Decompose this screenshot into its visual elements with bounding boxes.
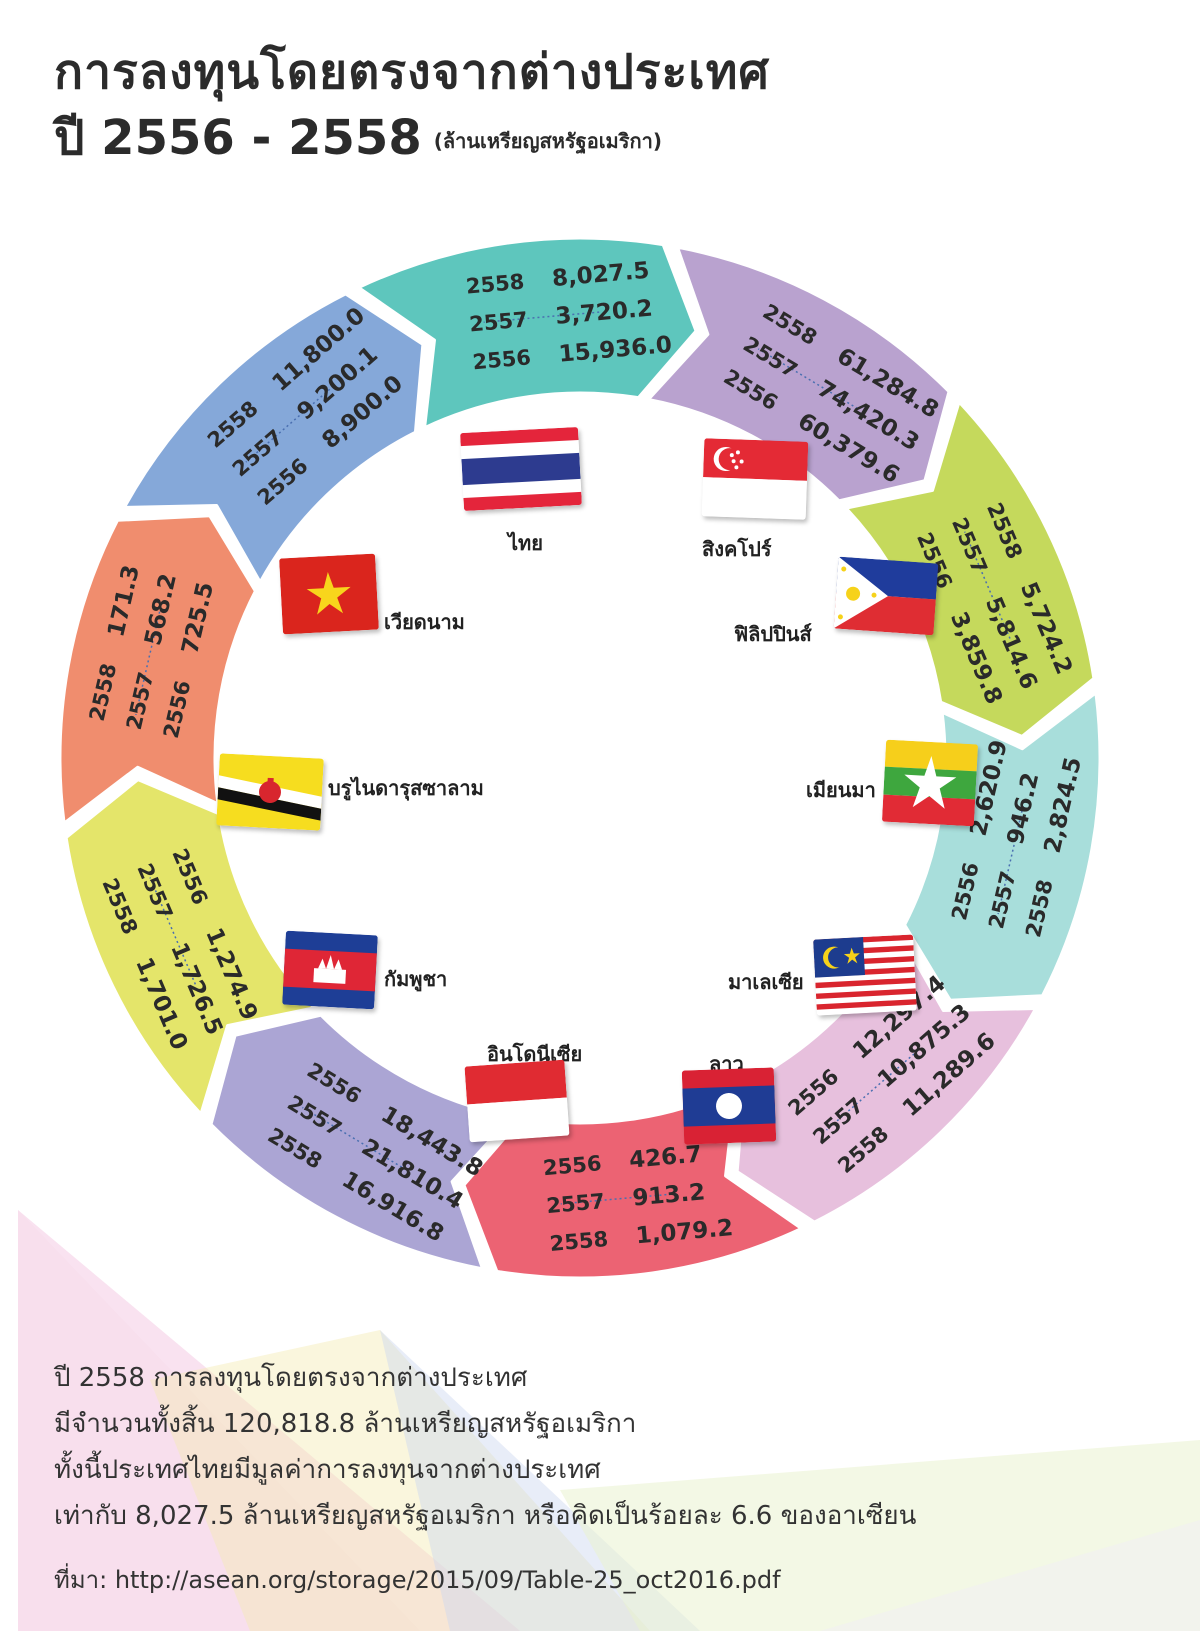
brunei-flag-icon — [216, 753, 324, 831]
ring-segment — [209, 1013, 514, 1271]
ring-segment — [903, 691, 1102, 1002]
segment-divider — [483, 311, 600, 323]
segment-divider — [560, 1193, 677, 1205]
value-label: 426.7 — [628, 1141, 703, 1173]
ring-segment — [58, 514, 257, 825]
segment-divider — [757, 348, 859, 410]
segment-divider — [245, 385, 334, 463]
year-range: ปี 2556 - 2558 — [54, 110, 422, 166]
country-label-malaysia: มาเลเซีย — [728, 970, 804, 994]
singapore-flag-icon — [701, 438, 809, 520]
value-label: 913.2 — [631, 1179, 706, 1211]
summary-text: ปี 2558 การลงทุนโดยตรงจากต่างประเทศ มีจำ… — [54, 1355, 916, 1539]
ring-segment — [844, 400, 1096, 738]
summary-line-1: ปี 2558 การลงทุนโดยตรงจากต่างประเทศ — [54, 1363, 528, 1393]
year-label: 2558 — [465, 270, 525, 299]
philippines-flag-icon — [833, 556, 939, 636]
country-label-cambodia: กัมพูชา — [384, 967, 448, 991]
thailand-flag-icon — [460, 426, 582, 512]
country-label-singapore: สิงคโปร์ — [702, 537, 772, 561]
cambodia-flag-icon — [282, 930, 378, 1010]
year-label: 2556 — [542, 1151, 602, 1180]
year-label: 2558 — [549, 1227, 609, 1256]
ring-segment — [64, 778, 316, 1116]
indonesia-flag-icon — [464, 1059, 570, 1143]
ring-segment — [357, 236, 698, 430]
malaysia-flag-icon — [813, 934, 917, 1016]
segment-divider — [963, 531, 1011, 639]
myanmar-flag-icon — [881, 739, 979, 827]
summary-line-2: มีจำนวนทั้งสิ้น 120,818.8 ล้านเหรียญสหรั… — [54, 1409, 637, 1439]
segment-divider — [135, 601, 163, 716]
ring-segment — [122, 292, 425, 584]
unit-label: (ล้านเหรียญสหรัฐอเมริกา) — [433, 129, 662, 153]
segment-divider — [997, 800, 1025, 915]
year-label: 2557 — [468, 307, 528, 336]
segment-divider — [826, 1053, 915, 1131]
country-label-brunei: บรูไนดารุสซาลาม — [328, 776, 484, 800]
segment-divider — [149, 877, 197, 985]
source-text: ที่มา: http://asean.org/storage/2015/09/… — [54, 1566, 781, 1594]
year-label: 2556 — [472, 345, 532, 374]
year-label: 2557 — [545, 1189, 605, 1218]
summary-line-4: เท่ากับ 8,027.5 ล้านเหรียญสหรัฐอเมริกา ห… — [54, 1501, 917, 1531]
country-label-thailand: ไทย — [508, 531, 543, 555]
country-label-philippines: ฟิลิปปินส์ — [734, 622, 812, 646]
country-label-vietnam: เวียดนาม — [384, 610, 465, 634]
laos-flag-icon — [681, 1067, 777, 1145]
summary-line-3: ทั้งนี้ประเทศไทยมีมูลค่าการลงทุนจากต่างป… — [54, 1455, 601, 1485]
vietnam-flag-icon — [279, 553, 379, 635]
page-title: การลงทุนโดยตรงจากต่างประเทศ — [54, 44, 770, 100]
page-subtitle: ปี 2556 - 2558 (ล้านเหรียญสหรัฐอเมริกา) — [54, 100, 662, 176]
ring-segment — [646, 245, 951, 503]
country-label-myanmar: เมียนมา — [806, 778, 876, 802]
segment-divider — [301, 1106, 403, 1168]
